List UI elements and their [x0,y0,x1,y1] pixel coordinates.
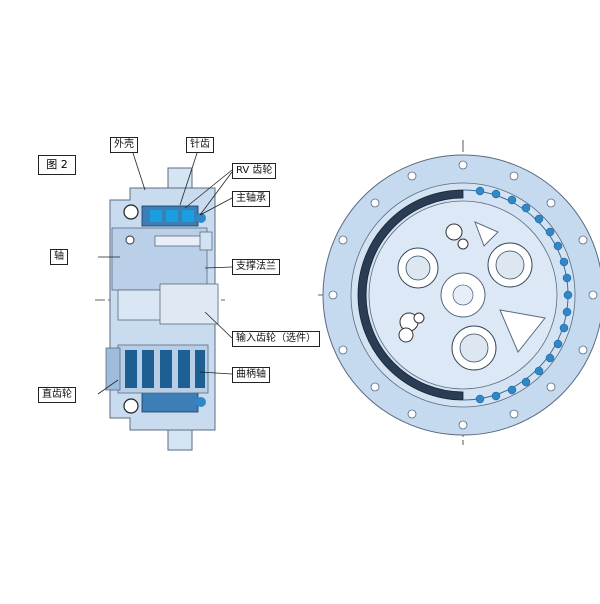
bolt-holes [328,160,598,430]
spur-gear-section [105,347,121,391]
label-housing: 外壳 [110,137,138,153]
label-input-gear: 输入齿轮（选件） [232,331,320,347]
input-shaft [159,283,219,325]
label-support-flange: 支撑法兰 [232,259,280,275]
pin-gear-pins [475,186,573,404]
housing-top-lip [167,167,193,189]
main-bearing-bottom [141,391,199,413]
crankshaft-gear-bottom [451,325,497,371]
crankshaft-bearings [117,344,209,394]
housing-bottom-lip [167,429,193,451]
figure-title: 图 2 [38,155,76,175]
rv-window-right [499,309,546,353]
cross-section-view [95,167,225,451]
leader-lines [97,149,233,395]
pin-gear-ring-left [357,189,464,401]
label-spur-gear: 直齿轮 [38,387,76,403]
label-main-bearing: 主轴承 [232,191,270,207]
label-crankshaft: 曲柄轴 [232,367,270,383]
front-view [318,140,600,445]
label-pin-gear: 针齿 [186,137,214,153]
crankshaft-gear-top-right [487,242,533,288]
label-rv-gear: RV 齿轮 [232,163,277,179]
label-shaft: 轴 [50,249,68,265]
crankshaft-gear-left [397,247,439,289]
rv-window-top [474,221,499,247]
